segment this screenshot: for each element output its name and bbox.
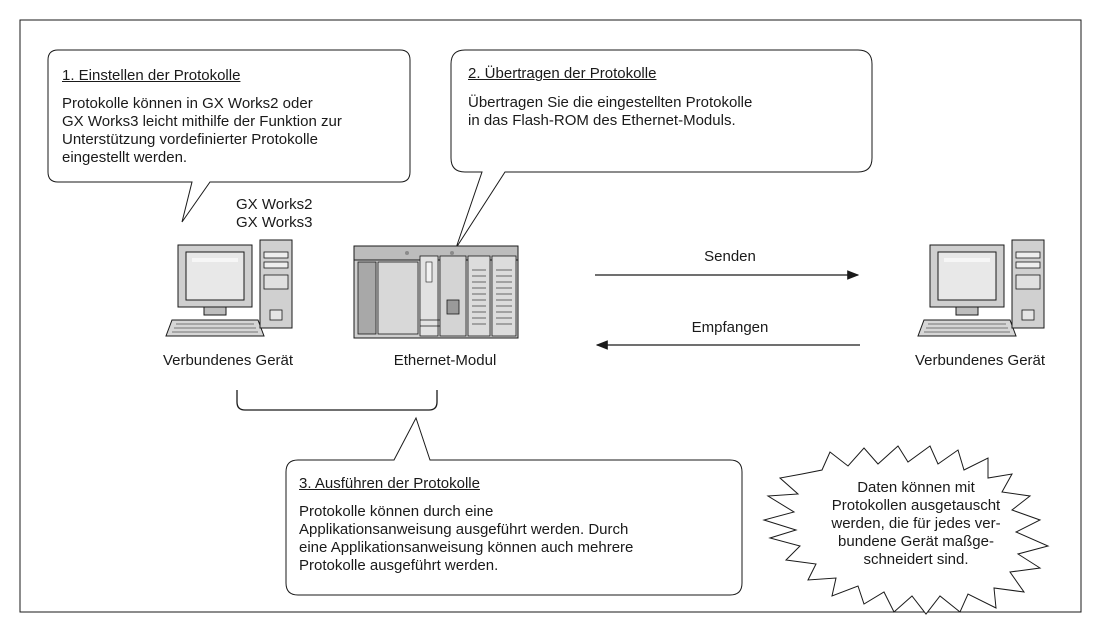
- software-label-gx-works2: GX Works2: [236, 196, 313, 213]
- callout-step3-bubble-body: [285, 416, 743, 596]
- receive-label: Empfangen: [691, 319, 769, 336]
- callout-step3-line-3: eine Applikationsanweisung können auch m…: [299, 539, 634, 556]
- callout-step1-line-1: Protokolle können in GX Works2 oder: [62, 95, 313, 112]
- send-label: Senden: [704, 248, 756, 265]
- callout-step2-title: 2. Übertragen der Protokolle: [468, 65, 657, 82]
- right-device-label: Verbundenes Gerät: [914, 352, 1046, 369]
- diagram-frame: [19, 19, 1082, 613]
- callout-step2-line-1: Übertragen Sie die eingestellten Protoko…: [468, 94, 753, 111]
- callout-step3-line-4: Protokolle ausgeführt werden.: [299, 557, 499, 574]
- note-line-4: bundene Gerät maßge-: [838, 533, 994, 550]
- note-line-2: Protokollen ausgetauscht: [831, 497, 1001, 514]
- note-starburst: [762, 445, 1050, 615]
- callout-step2-line-2: in das Flash-ROM des Ethernet-Moduls.: [468, 112, 736, 129]
- callout-step1-title: 1. Einstellen der Protokolle: [62, 67, 241, 84]
- right-pc-icon: [917, 239, 1045, 337]
- note-line-5: schneidert sind.: [863, 551, 969, 568]
- callout-step1-bubble: [47, 49, 411, 223]
- ethernet-module-icon: [353, 245, 519, 339]
- left-device-label: Verbundenes Gerät: [162, 352, 294, 369]
- callout-step2-bubble: [450, 49, 873, 249]
- note-line-1: Daten können mit: [857, 479, 975, 496]
- callout-step3-line-1: Protokolle können durch eine: [299, 503, 494, 520]
- callout-step1-line-4: eingestellt werden.: [62, 149, 188, 166]
- left-pc-icon: [165, 239, 293, 337]
- ethernet-module-label: Ethernet-Modul: [393, 352, 497, 369]
- callout-step1-line-3: Unterstützung vordefinierter Protokolle: [62, 131, 318, 148]
- callout-step3-line-2: Applikationsanweisung ausgeführt werden.…: [299, 521, 629, 538]
- note-line-3: werden, die für jedes ver-: [831, 515, 1001, 532]
- callout-step1-line-2: GX Works3 leicht mithilfe der Funktion z…: [62, 113, 342, 130]
- software-label-gx-works3: GX Works3: [236, 214, 313, 231]
- connection-bracket: [236, 390, 438, 411]
- callout-step3-title: 3. Ausführen der Protokolle: [299, 475, 480, 492]
